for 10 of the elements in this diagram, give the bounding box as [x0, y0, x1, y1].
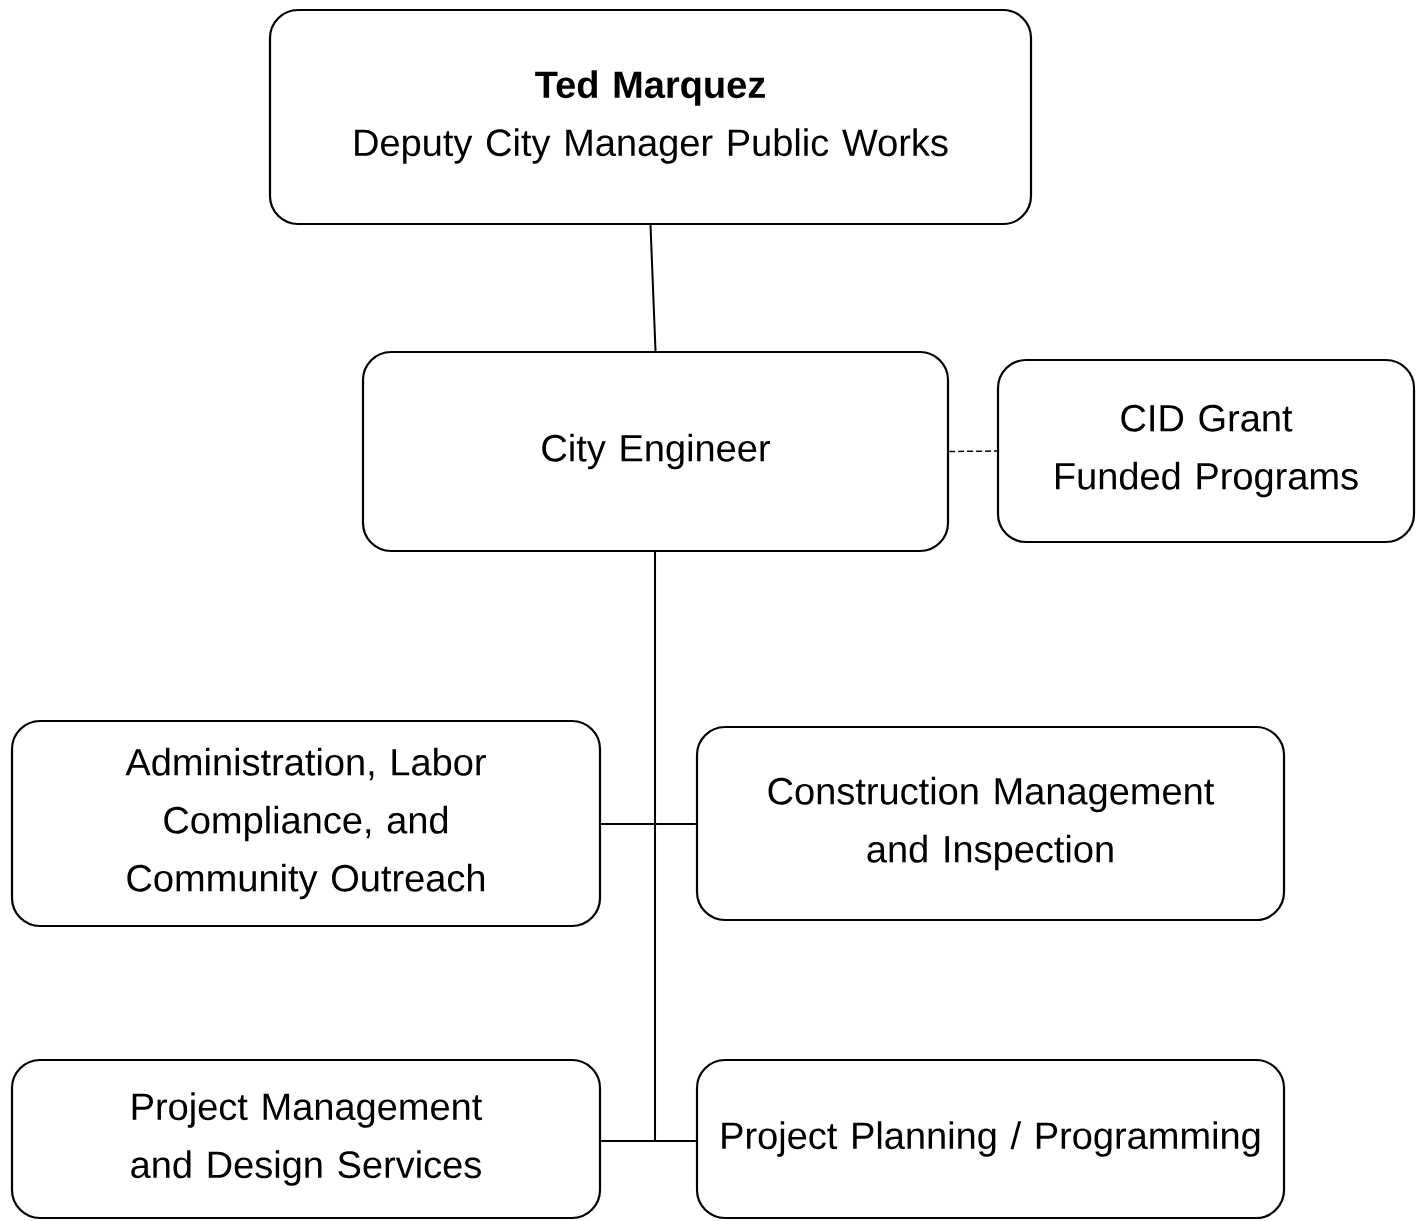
- org-box: CID Grant Funded Programs: [996, 358, 1416, 544]
- org-box: Administration, Labor Compliance, and Community Outreach: [10, 719, 602, 928]
- org-box: Project Planning / Programming: [695, 1058, 1286, 1220]
- connector-line: [948, 450, 998, 453]
- org-box: Construction Management and Inspection: [695, 725, 1286, 922]
- org-box: City Engineer: [361, 350, 950, 553]
- org-box: Ted Marquez Deputy City Manager Public Works: [268, 8, 1033, 226]
- org-box: Project Management and Design Services: [10, 1058, 602, 1220]
- connector-line: [649, 224, 657, 352]
- connector-line: [654, 551, 697, 1142]
